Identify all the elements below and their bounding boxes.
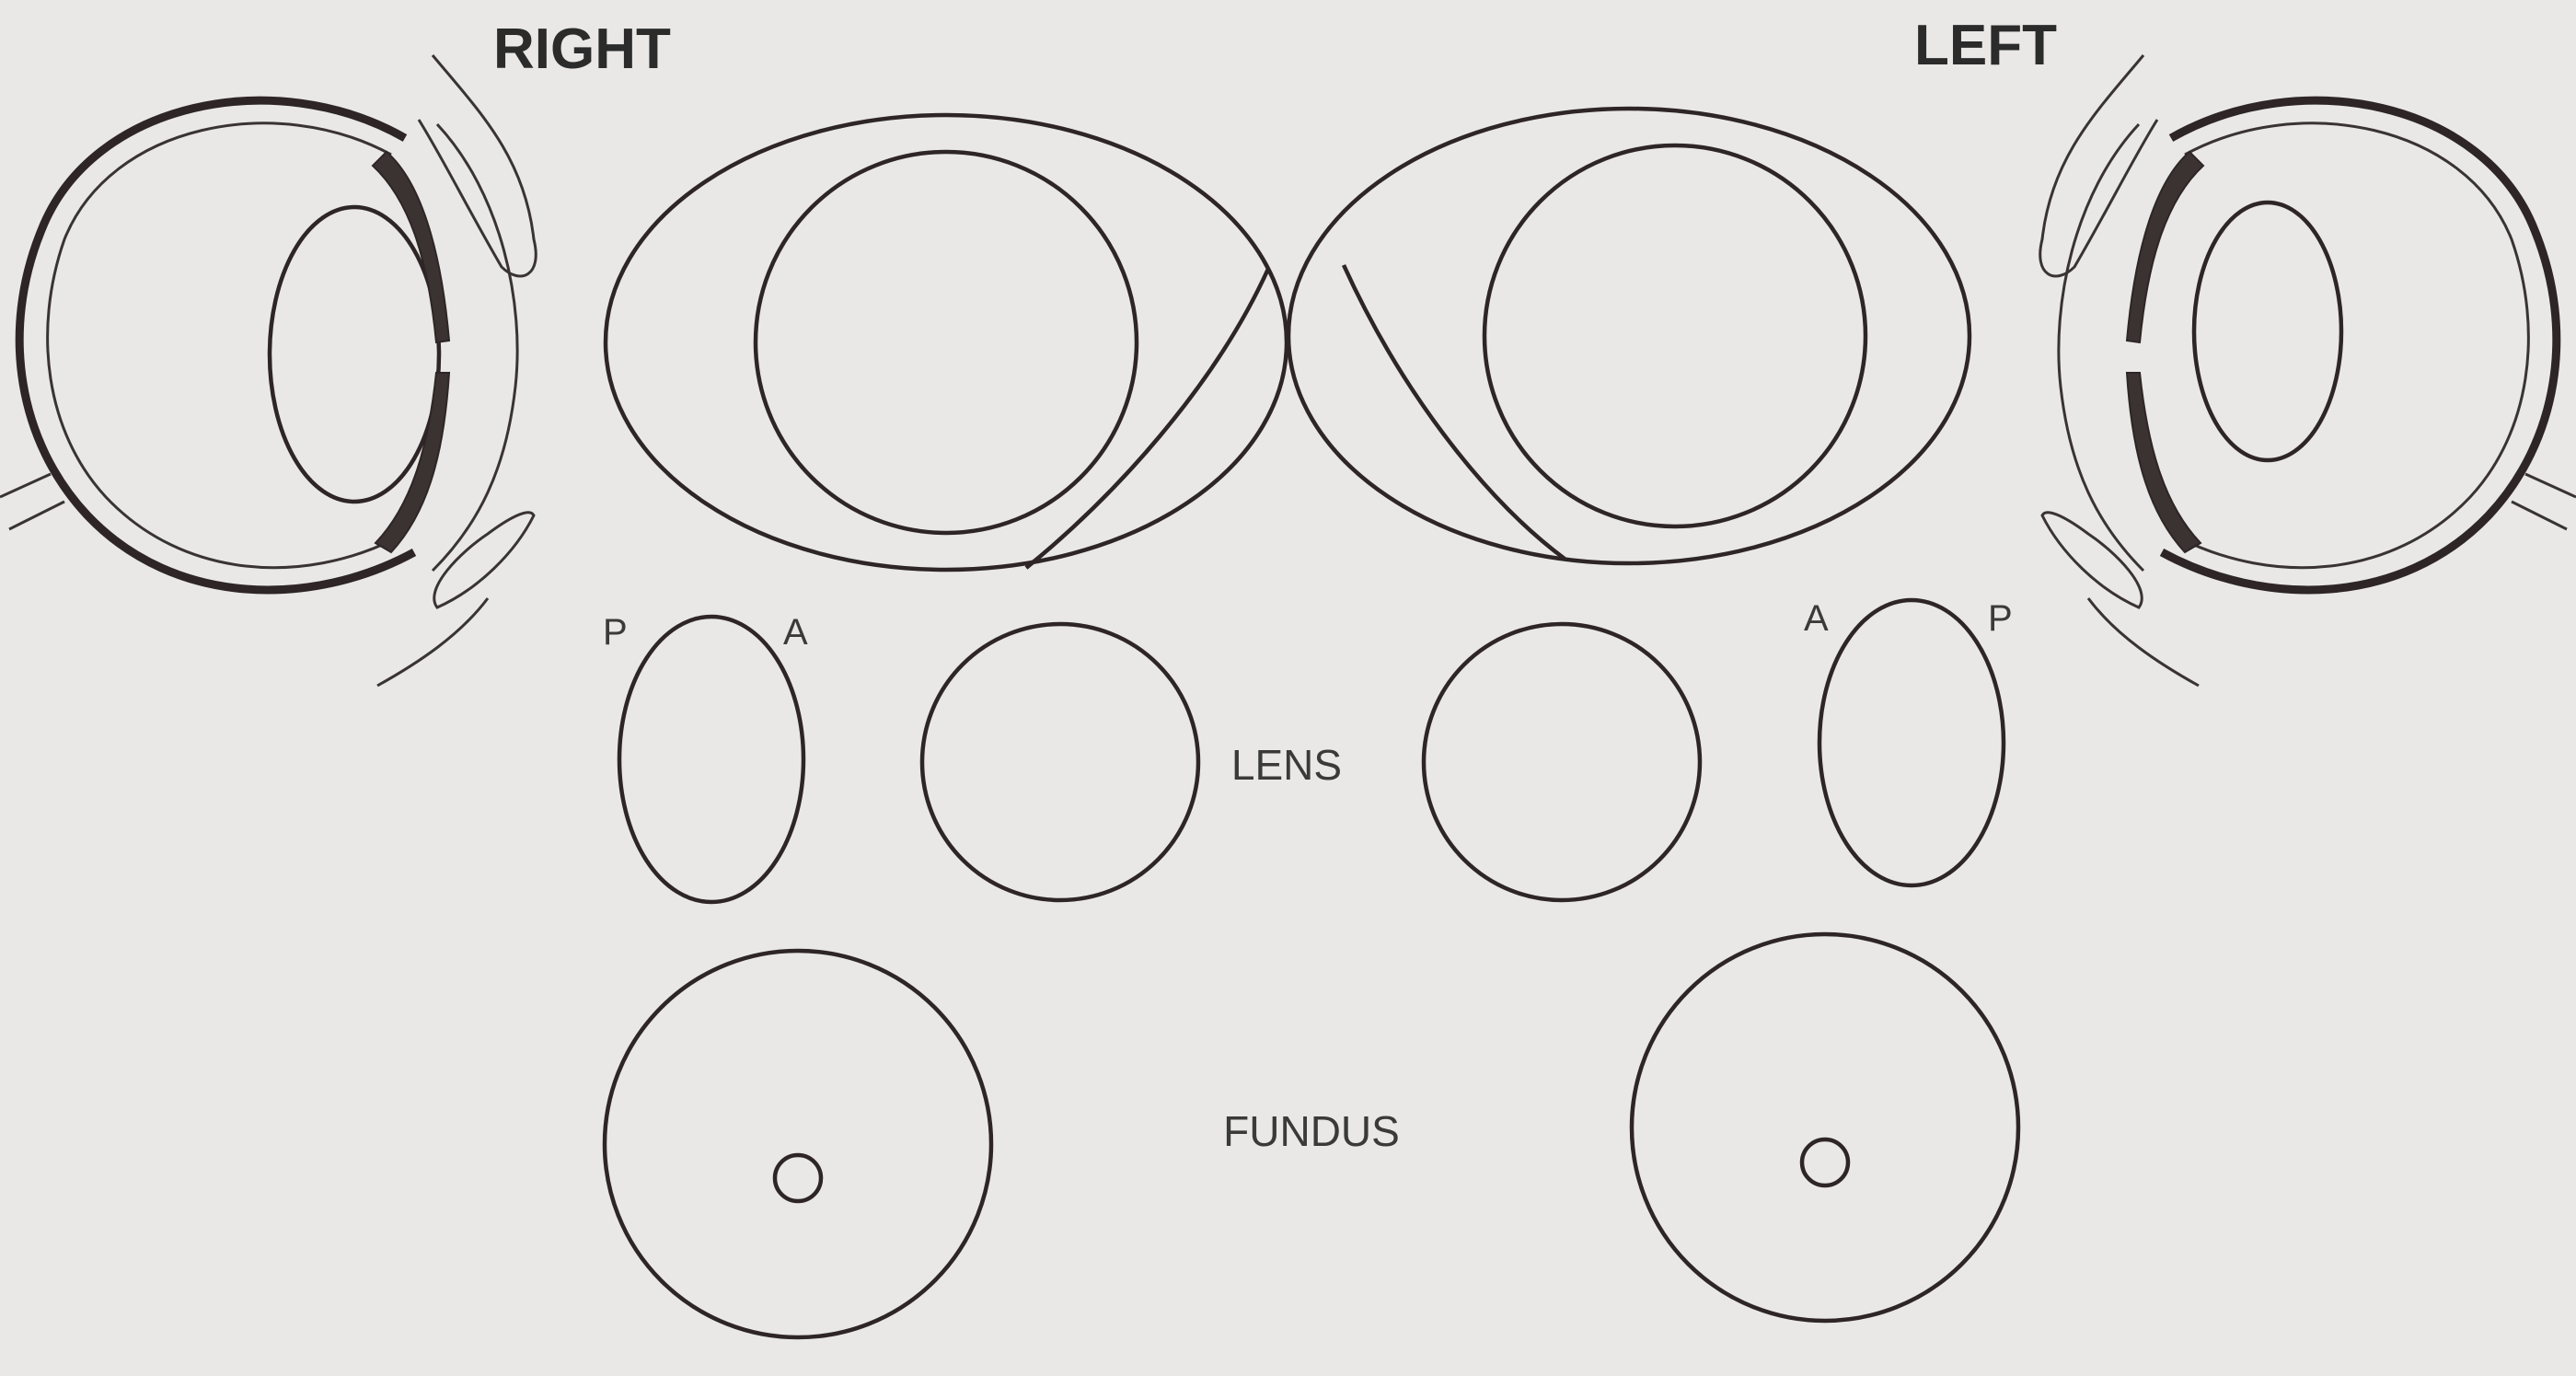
left-fundus-circle — [1632, 934, 2018, 1321]
left-eye-lower-lid-fold — [2088, 598, 2199, 686]
right-eye-cornea-circle — [756, 152, 1137, 533]
right-eye-optic-nerve — [0, 474, 64, 529]
left-lens-posterior-marker: P — [1988, 598, 2013, 639]
right-lens-posterior-marker: P — [603, 612, 628, 653]
right-eye-limbus-arc — [1026, 269, 1268, 568]
left-eye-lens — [2194, 202, 2341, 460]
left-eye-iris-lower — [2127, 373, 2201, 552]
right-lens-front-view — [922, 624, 1198, 900]
left-optic-disc — [1802, 1139, 1848, 1185]
fundus-label: FUNDUS — [1223, 1107, 1400, 1155]
left-lens-front-view — [1424, 624, 1700, 900]
right-fundus-circle — [605, 951, 991, 1337]
left-eye-cornea — [2059, 124, 2143, 571]
right-eye-sclera — [19, 100, 414, 590]
left-eye-lower-lid — [2042, 513, 2142, 607]
right-optic-disc — [775, 1155, 821, 1201]
fundus-row: FUNDUS — [605, 934, 2018, 1337]
left-eye-limbus-arc — [1344, 265, 1565, 559]
right-lens-anterior-marker: A — [783, 612, 808, 653]
right-eye-cross-section — [0, 55, 536, 686]
left-eye-cross-section — [2040, 55, 2576, 686]
left-eye-choroid — [2180, 123, 2528, 568]
right-eye-lower-lid — [434, 513, 534, 607]
heading-right: RIGHT — [493, 17, 671, 81]
right-lens-side-view — [619, 617, 803, 902]
left-lens-anterior-marker: A — [1804, 598, 1829, 639]
left-eye-upper-lid — [2040, 55, 2157, 276]
lens-label: LENS — [1231, 741, 1342, 789]
left-lens-side-view — [1819, 600, 2004, 885]
left-eye-front-view — [1288, 109, 1970, 563]
right-eye-cornea — [433, 124, 517, 571]
right-eye-lower-lid-fold — [377, 598, 488, 686]
right-eye-upper-lid — [419, 55, 536, 276]
right-eye-front-view — [606, 115, 1287, 570]
left-eye-sclera — [2162, 100, 2557, 590]
left-eye-optic-nerve — [2512, 474, 2576, 529]
left-eye-cornea-circle — [1484, 145, 1866, 526]
right-eye-lens — [270, 207, 439, 502]
left-eye-iris-upper — [2127, 152, 2203, 342]
lens-row: P A LENS A P — [603, 598, 2013, 902]
right-eye-outline — [606, 115, 1287, 570]
heading-left: LEFT — [1914, 14, 2057, 77]
